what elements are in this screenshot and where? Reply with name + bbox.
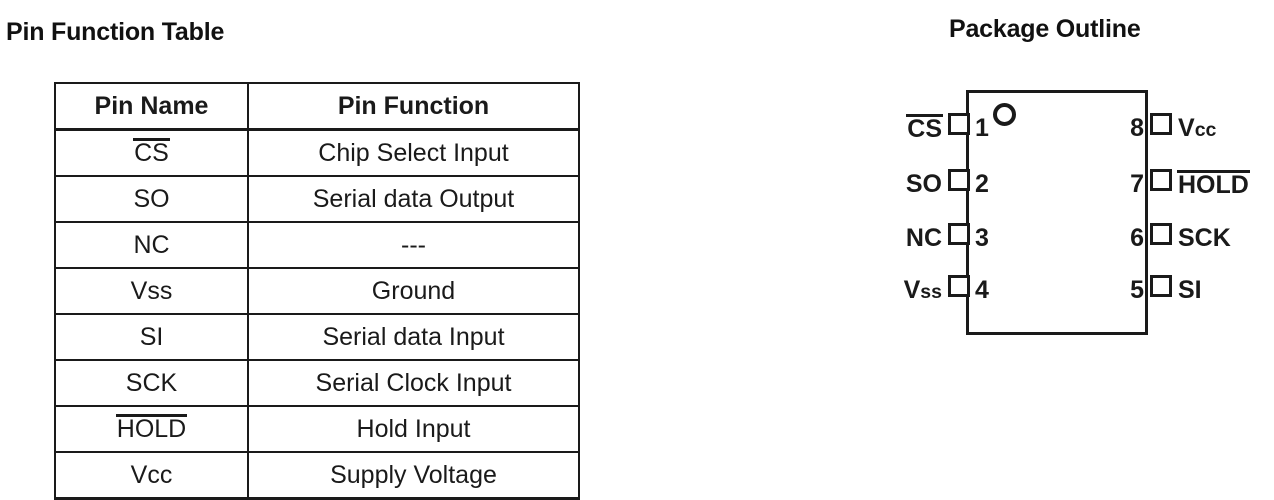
cell-pin-function: Serial data Output bbox=[247, 175, 580, 223]
pin-pad-left-2 bbox=[948, 169, 970, 191]
pin-label-right-5-text: SI bbox=[1178, 276, 1202, 304]
pin-number-7: 7 bbox=[1130, 170, 1144, 198]
pin-name-text: Vss bbox=[130, 276, 173, 305]
cell-pin-function: Supply Voltage bbox=[247, 451, 580, 500]
pin-label-left-1-text: CS bbox=[906, 114, 943, 143]
pin-name-text: SI bbox=[139, 322, 164, 351]
cell-pin-function: Serial Clock Input bbox=[247, 359, 580, 407]
pin-label-right-8: Vcc bbox=[1178, 116, 1216, 141]
pin-label-left-2-text: SO bbox=[905, 170, 942, 198]
pin-number-1: 1 bbox=[975, 114, 989, 142]
table-row: HOLD Hold Input bbox=[54, 405, 580, 453]
pin-number-4: 4 bbox=[975, 276, 989, 304]
pin-label-left-1: CS bbox=[860, 114, 943, 143]
pin-pad-right-5 bbox=[1150, 275, 1172, 297]
pin-pad-right-8 bbox=[1150, 113, 1172, 135]
pin-label-left-4-text: Vss bbox=[903, 276, 942, 304]
pin-name-text: SCK bbox=[125, 368, 178, 397]
pin-label-subscript: ss bbox=[920, 281, 942, 303]
cell-pin-function: Chip Select Input bbox=[247, 128, 580, 177]
table-row: Vss Ground bbox=[54, 267, 580, 315]
pin-function-table: Pin Name Pin Function CS Chip Select Inpu… bbox=[54, 82, 580, 500]
pin-name-text: SO bbox=[133, 184, 170, 213]
table-header-row: Pin Name Pin Function bbox=[54, 82, 580, 131]
pin-number-3: 3 bbox=[975, 224, 989, 252]
pin-label-left-3: NC bbox=[860, 226, 942, 251]
pin-label-left-3-text: NC bbox=[905, 224, 942, 252]
page-title-package-outline: Package Outline bbox=[949, 15, 1141, 43]
pin-pad-right-6 bbox=[1150, 223, 1172, 245]
pin-number-6: 6 bbox=[1130, 224, 1144, 252]
table-row: Vcc Supply Voltage bbox=[54, 451, 580, 500]
table-row: NC --- bbox=[54, 221, 580, 269]
cell-pin-function: Hold Input bbox=[247, 405, 580, 453]
column-header-pin-function: Pin Function bbox=[247, 82, 580, 131]
pin-name-text: NC bbox=[133, 230, 170, 259]
cell-pin-function: Serial data Input bbox=[247, 313, 580, 361]
pin-label-right-6-text: SCK bbox=[1178, 224, 1231, 252]
pin-label-right-5: SI bbox=[1178, 278, 1202, 303]
pin-label-right-8-text: Vcc bbox=[1178, 114, 1217, 142]
pin-name-text: CS bbox=[133, 138, 170, 167]
table-row: CS Chip Select Input bbox=[54, 128, 580, 177]
package-outline-diagram: CS 1 SO 2 NC 3 Vss 4 8 Vcc 7 HOLD 6 SCK … bbox=[860, 60, 1274, 360]
pin-pad-left-3 bbox=[948, 223, 970, 245]
cell-pin-name: CS bbox=[54, 128, 249, 177]
table-row: SI Serial data Input bbox=[54, 313, 580, 361]
cell-pin-name: SO bbox=[54, 175, 249, 223]
pin-pad-left-4 bbox=[948, 275, 970, 297]
pin-pad-right-7 bbox=[1150, 169, 1172, 191]
pin-number-5: 5 bbox=[1130, 276, 1144, 304]
cell-pin-name: NC bbox=[54, 221, 249, 269]
pin1-indicator-circle bbox=[993, 103, 1016, 126]
page-title-pin-function-table: Pin Function Table bbox=[6, 18, 225, 46]
cell-pin-name: HOLD bbox=[54, 405, 249, 453]
chip-body-outline bbox=[966, 90, 1148, 335]
column-header-pin-name: Pin Name bbox=[54, 82, 249, 131]
pin-label-right-7: HOLD bbox=[1177, 170, 1250, 199]
cell-pin-function: --- bbox=[247, 221, 580, 269]
pin-label-right-7-text: HOLD bbox=[1177, 170, 1250, 199]
cell-pin-name: Vcc bbox=[54, 451, 249, 500]
table-row: SO Serial data Output bbox=[54, 175, 580, 223]
cell-pin-name: SCK bbox=[54, 359, 249, 407]
pin-label-right-6: SCK bbox=[1178, 226, 1231, 251]
cell-pin-function: Ground bbox=[247, 267, 580, 315]
cell-pin-name: SI bbox=[54, 313, 249, 361]
pin-label-subscript: cc bbox=[1194, 119, 1217, 141]
pin-number-8: 8 bbox=[1130, 114, 1144, 142]
pin-number-2: 2 bbox=[975, 170, 989, 198]
pin-label-left-4: Vss bbox=[860, 278, 942, 303]
table-row: SCK Serial Clock Input bbox=[54, 359, 580, 407]
pin-name-text: Vcc bbox=[130, 460, 173, 489]
pin-label-left-2: SO bbox=[860, 172, 942, 197]
pin-pad-left-1 bbox=[948, 113, 970, 135]
pin-name-text: HOLD bbox=[115, 414, 188, 443]
cell-pin-name: Vss bbox=[54, 267, 249, 315]
